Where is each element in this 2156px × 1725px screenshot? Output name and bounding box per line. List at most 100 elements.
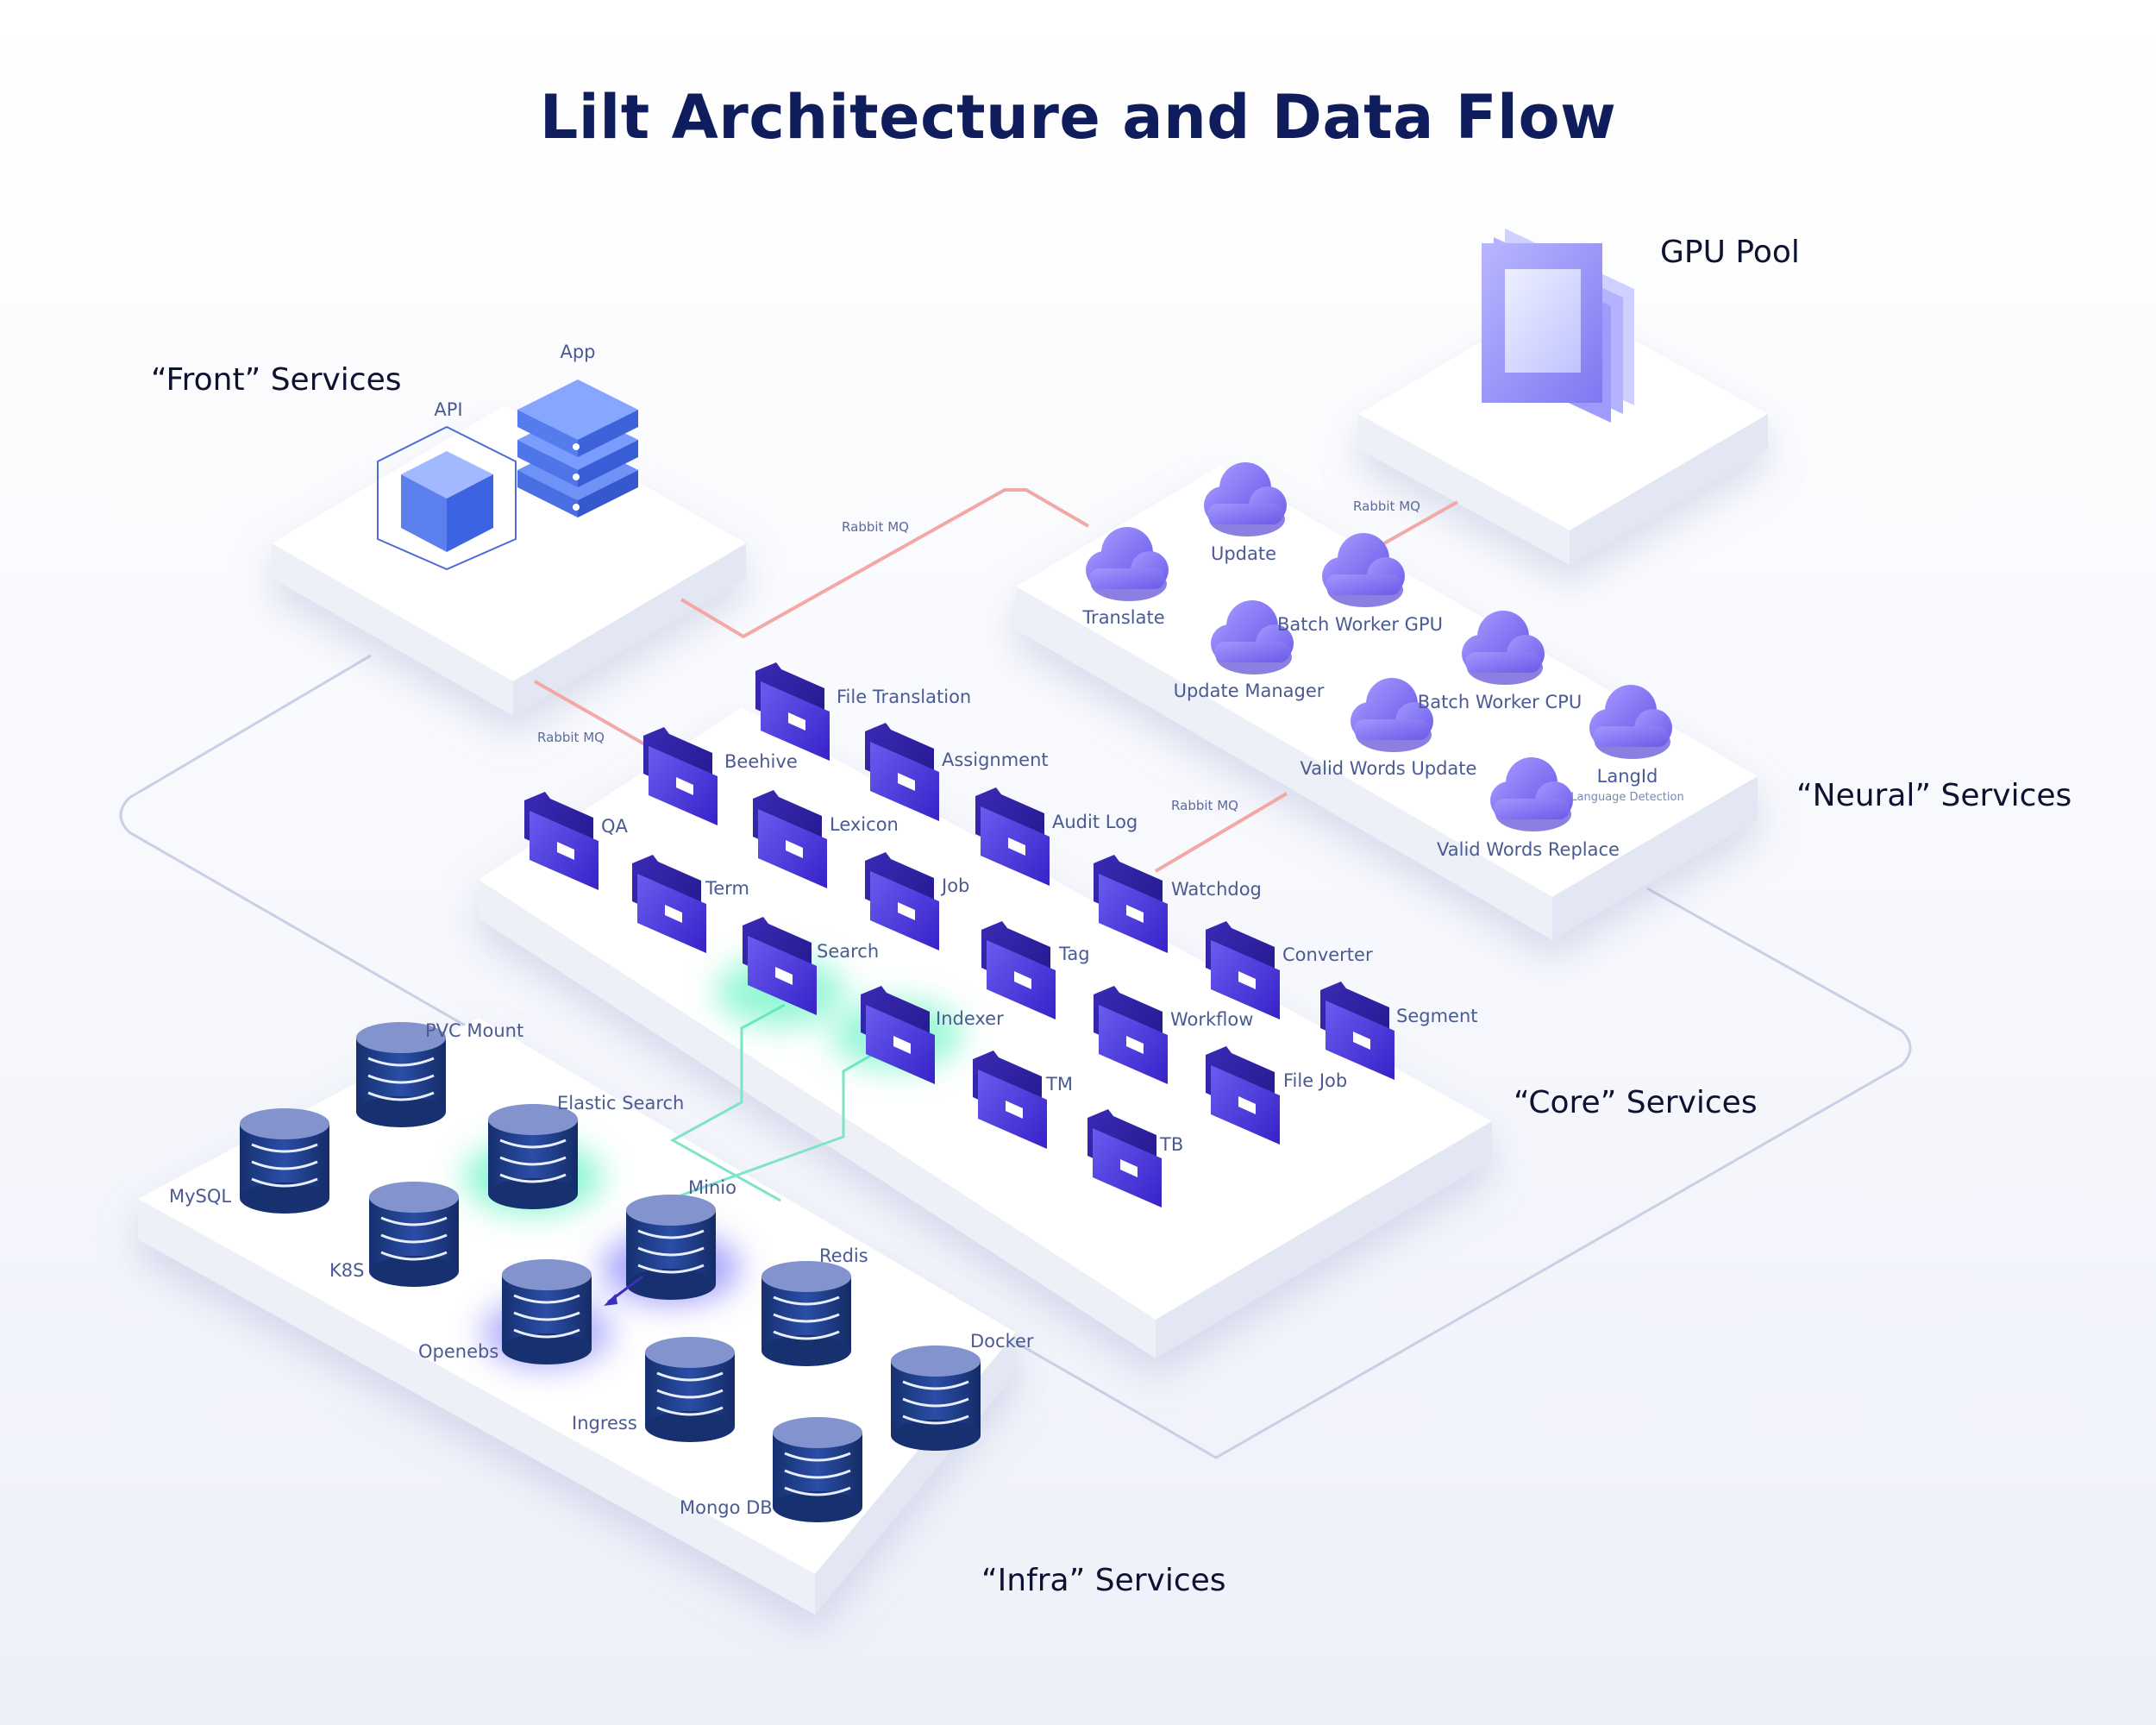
mysql-database-icon[interactable] [240, 1108, 329, 1214]
search-folder-icon[interactable] [743, 917, 817, 1015]
gpu-card-icon [1482, 229, 1634, 423]
core-neural-connector [1154, 792, 1288, 873]
pvc-mount-database-icon[interactable] [356, 1022, 446, 1127]
update-label: Update [1211, 543, 1276, 564]
front-services-title: “Front” Services [151, 362, 402, 398]
batch-worker-gpu-cloud-icon[interactable] [1322, 533, 1405, 607]
valid-words-update-label: Valid Words Update [1300, 758, 1477, 779]
mysql-label: MySQL [169, 1186, 231, 1207]
file-job-folder-icon[interactable] [1206, 1046, 1280, 1145]
neural-services-title: “Neural” Services [1796, 778, 2072, 813]
front-neural-connector-label: Rabbit MQ [842, 519, 909, 535]
audit-log-folder-icon[interactable] [975, 787, 1050, 886]
app-server-stack[interactable] [517, 380, 638, 518]
redis-label: Redis [819, 1245, 868, 1266]
tm-label: TM [1045, 1074, 1073, 1095]
batch-worker-cpu-cloud-icon[interactable] [1462, 611, 1545, 685]
tag-label: Tag [1058, 944, 1090, 964]
api-label: API [434, 399, 462, 420]
tm-folder-icon[interactable] [973, 1051, 1047, 1149]
file-job-label: File Job [1283, 1070, 1347, 1091]
job-folder-icon[interactable] [865, 852, 939, 950]
converter-folder-icon[interactable] [1206, 921, 1280, 1019]
front-core-connector-label: Rabbit MQ [537, 730, 605, 745]
docker-database-icon[interactable] [891, 1346, 981, 1451]
mongo-db-label: Mongo DB [680, 1497, 773, 1518]
file-translation-label: File Translation [837, 687, 971, 707]
assignment-label: Assignment [942, 750, 1049, 770]
k8s-database-icon[interactable] [369, 1182, 459, 1287]
lexicon-label: Lexicon [830, 814, 899, 835]
minio-database-icon[interactable] [626, 1195, 716, 1300]
mongo-db-database-icon[interactable] [773, 1417, 862, 1522]
file-translation-folder-icon[interactable] [755, 662, 830, 761]
page-title: Lilt Architecture and Data Flow [539, 82, 1617, 153]
assignment-folder-icon[interactable] [865, 723, 939, 821]
rabbitmq-connectors [534, 488, 1458, 873]
valid-words-update-cloud-icon[interactable] [1351, 678, 1433, 752]
infra-services-title: “Infra” Services [981, 1563, 1226, 1598]
tag-folder-icon[interactable] [981, 921, 1056, 1019]
core-neural-connector-label: Rabbit MQ [1171, 798, 1238, 813]
front-platform [272, 405, 746, 716]
indexer-folder-icon[interactable] [861, 986, 935, 1084]
workflow-folder-icon[interactable] [1094, 986, 1168, 1084]
watchdog-label: Watchdog [1171, 879, 1262, 900]
segment-label: Segment [1396, 1006, 1478, 1026]
converter-label: Converter [1282, 944, 1373, 965]
beehive-label: Beehive [724, 751, 798, 772]
valid-words-replace-cloud-icon[interactable] [1490, 757, 1573, 831]
elastic-search-label: Elastic Search [557, 1093, 684, 1113]
app-label: App [560, 342, 595, 362]
indexer-label: Indexer [936, 1008, 1004, 1029]
front-core-connector [534, 680, 661, 755]
neural-gpu-connector-label: Rabbit MQ [1353, 499, 1420, 514]
segment-folder-icon[interactable] [1320, 982, 1395, 1080]
term-label: Term [705, 878, 749, 899]
workflow-label: Workflow [1170, 1009, 1253, 1030]
pvc-mount-label: PVC Mount [425, 1020, 523, 1041]
core-services-folders [524, 662, 1395, 1208]
job-label: Job [940, 875, 969, 896]
openebs-database-icon[interactable] [502, 1259, 592, 1364]
term-folder-icon[interactable] [632, 855, 706, 953]
update-cloud-icon[interactable] [1204, 462, 1287, 536]
core-services-title: “Core” Services [1514, 1085, 1758, 1120]
docker-label: Docker [970, 1331, 1034, 1352]
lexicon-folder-icon[interactable] [753, 790, 827, 888]
elastic-search-database-icon[interactable] [488, 1104, 578, 1209]
tb-folder-icon[interactable] [1087, 1109, 1162, 1208]
valid-words-replace-label: Valid Words Replace [1437, 839, 1620, 860]
update-manager-cloud-icon[interactable] [1211, 600, 1294, 674]
ingress-label: Ingress [572, 1413, 637, 1433]
api-cube[interactable] [377, 425, 517, 571]
langid-sub-label: Language Detection [1570, 791, 1683, 804]
openebs-label: Openebs [418, 1341, 498, 1362]
batch-worker-gpu-label: Batch Worker GPU [1277, 614, 1443, 635]
k8s-label: K8S [329, 1260, 364, 1281]
qa-label: QA [601, 816, 629, 837]
infra-core-loop-connector [119, 654, 1912, 1459]
minio-label: Minio [688, 1177, 736, 1198]
redis-database-icon[interactable] [761, 1261, 851, 1366]
qa-folder-icon[interactable] [524, 792, 599, 890]
core-platform [479, 707, 1492, 1358]
beehive-folder-icon[interactable] [643, 727, 718, 825]
translate-cloud-icon[interactable] [1086, 527, 1169, 601]
infra-services-databases [240, 1022, 981, 1522]
ingress-database-icon[interactable] [645, 1337, 735, 1442]
langid-cloud-icon[interactable] [1589, 685, 1672, 759]
langid-label: LangId [1597, 766, 1658, 787]
watchdog-folder-icon[interactable] [1094, 855, 1168, 953]
neural-gpu-connector [1383, 500, 1458, 545]
gpu-platform [1358, 298, 1768, 565]
tb-label: TB [1159, 1134, 1183, 1155]
search-label: Search [817, 941, 879, 962]
gpu-pool-title: GPU Pool [1660, 235, 1800, 270]
neural-services-clouds [1086, 462, 1672, 831]
front-neural-connector [680, 488, 1090, 639]
translate-label: Translate [1081, 607, 1164, 628]
update-manager-label: Update Manager [1174, 681, 1325, 701]
batch-worker-cpu-label: Batch Worker CPU [1418, 692, 1582, 712]
